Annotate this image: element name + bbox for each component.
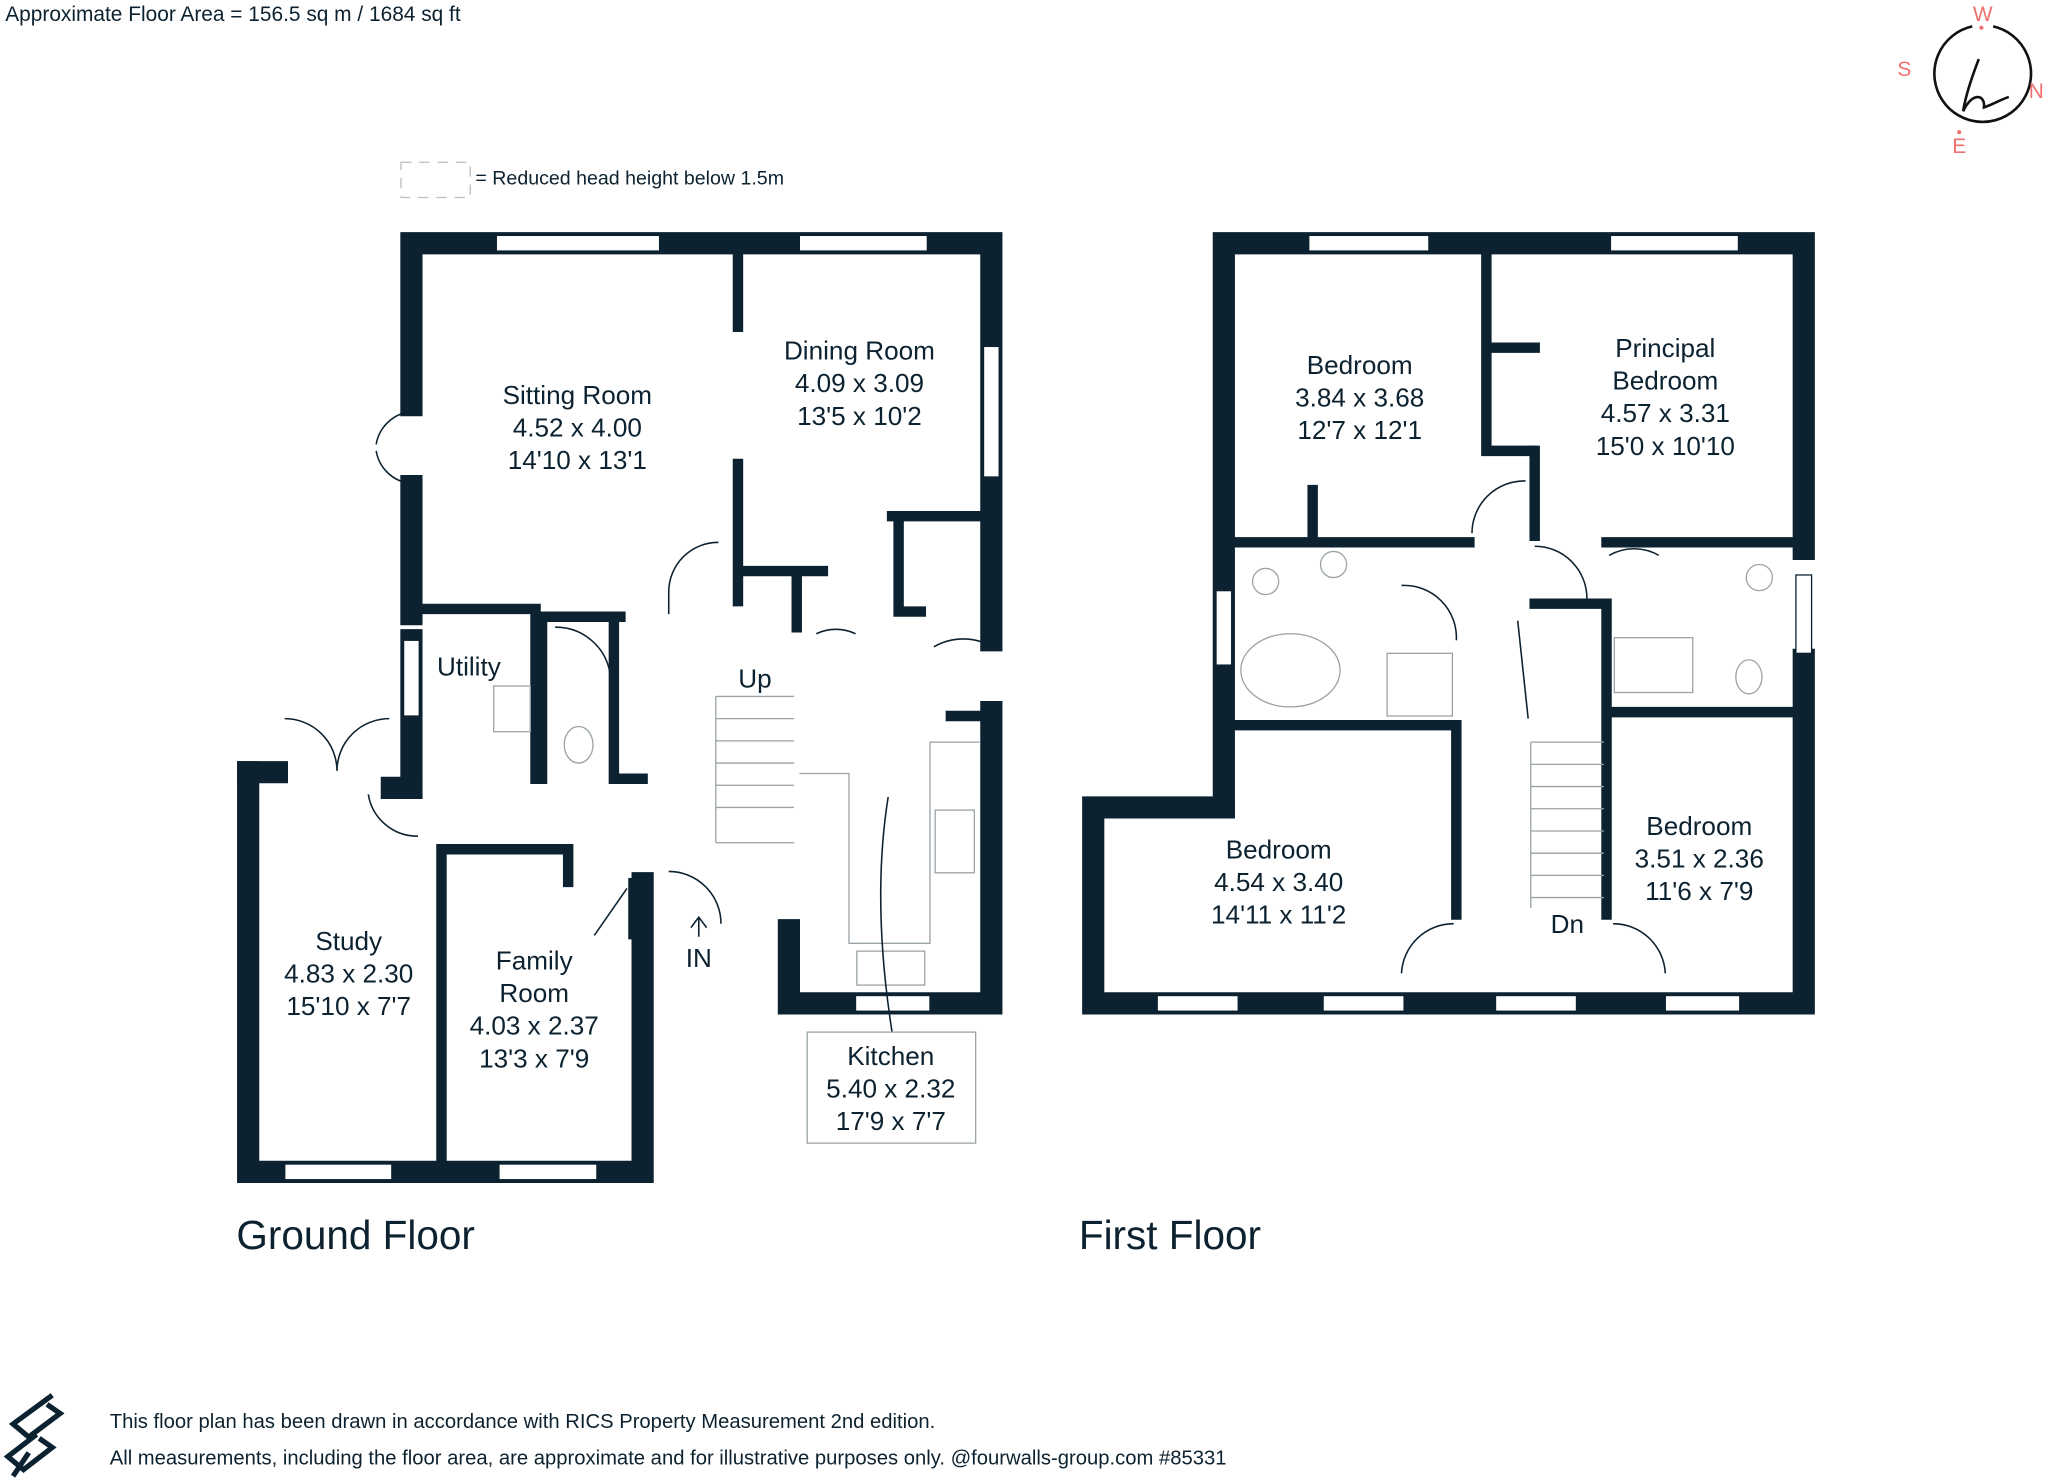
family-room-imperial: 13'3 x 7'9	[479, 1043, 589, 1073]
principal-bedroom-name-2: Bedroom	[1612, 366, 1718, 396]
bedroom-2-name: Bedroom	[1226, 834, 1332, 864]
bedroom-2-metric: 4.54 x 3.40	[1214, 867, 1343, 897]
dining-room-metric: 4.09 x 3.09	[795, 368, 924, 398]
ground-floor-labels: Sitting Room 4.52 x 4.00 14'10 x 13'1 Di…	[236, 335, 955, 1257]
legend-text: = Reduced head height below 1.5m	[475, 167, 784, 189]
bedroom-3-imperial: 11'6 x 7'9	[1645, 876, 1753, 906]
head-height-legend: = Reduced head height below 1.5m	[400, 161, 784, 199]
bedroom-1-metric: 3.84 x 3.68	[1295, 382, 1424, 412]
principal-bedroom-name-1: Principal	[1615, 333, 1715, 363]
compass-n: N	[2029, 80, 2044, 103]
principal-bedroom-imperial: 15'0 x 10'10	[1596, 431, 1735, 461]
floor-area-text: Approximate Floor Area = 156.5 sq m / 16…	[5, 3, 461, 26]
family-room-metric: 4.03 x 2.37	[470, 1011, 599, 1041]
bedroom-1-name: Bedroom	[1307, 350, 1413, 380]
kitchen-label-box	[806, 1031, 977, 1144]
bedroom-1-imperial: 12'7 x 12'1	[1297, 415, 1422, 445]
family-room-name-1: Family	[496, 945, 573, 975]
up-label: Up	[738, 663, 771, 693]
footer: This floor plan has been drawn in accord…	[3, 1393, 1227, 1478]
footer-line-1: This floor plan has been drawn in accord…	[110, 1411, 936, 1433]
compass-s: S	[1897, 58, 1911, 81]
bedroom-3-metric: 3.51 x 2.36	[1635, 844, 1764, 874]
study-metric: 4.83 x 2.30	[284, 958, 413, 988]
ground-floor-title: Ground Floor	[236, 1212, 474, 1258]
principal-bedroom-metric: 4.57 x 3.31	[1601, 398, 1730, 428]
utility-name: Utility	[437, 652, 501, 682]
compass-logo: W S N E	[1897, 3, 2043, 158]
first-floor-plan	[1082, 232, 1815, 1015]
ground-floor-plan	[237, 232, 1003, 1183]
dining-room-imperial: 13'5 x 10'2	[797, 401, 922, 431]
compass-e: E	[1952, 135, 1966, 158]
study-name: Study	[315, 926, 382, 956]
sitting-room-imperial: 14'10 x 13'1	[508, 445, 647, 475]
fourwalls-logo-icon	[3, 1393, 65, 1478]
sitting-room-name: Sitting Room	[503, 380, 652, 410]
down-label: Dn	[1551, 909, 1584, 939]
first-floor-labels: Bedroom 3.84 x 3.68 12'7 x 12'1 Principa…	[1079, 333, 1764, 1258]
first-floor-title: First Floor	[1079, 1212, 1261, 1258]
family-room-name-2: Room	[499, 978, 569, 1008]
compass-w: W	[1973, 3, 1993, 26]
dining-room-name: Dining Room	[784, 335, 935, 365]
kitchen-metric: 5.40 x 2.32	[826, 1073, 955, 1103]
bedroom-2-imperial: 14'11 x 11'2	[1211, 900, 1346, 930]
bedroom-3-name: Bedroom	[1646, 811, 1752, 841]
kitchen-name: Kitchen	[847, 1041, 934, 1071]
study-imperial: 15'10 x 7'7	[286, 991, 411, 1021]
sitting-room-metric: 4.52 x 4.00	[513, 413, 642, 443]
entrance-label: IN	[686, 943, 712, 973]
kitchen-imperial: 17'9 x 7'7	[836, 1106, 946, 1136]
footer-line-2: All measurements, including the floor ar…	[110, 1447, 1227, 1469]
